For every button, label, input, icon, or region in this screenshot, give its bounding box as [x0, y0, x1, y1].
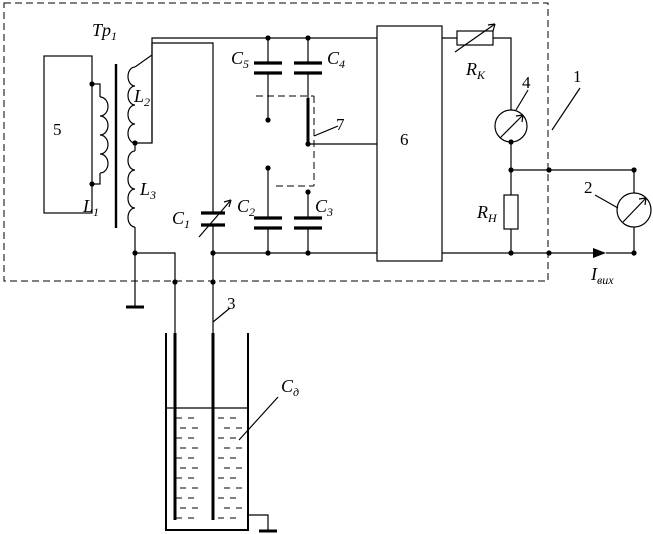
ref-1-label: 1	[573, 67, 582, 86]
wire-c1-top	[151, 42, 214, 213]
ref-2-label: 2	[584, 178, 593, 197]
meter-2-needle	[622, 197, 647, 223]
l1-terminal-bottom	[89, 181, 95, 187]
junction-c5-top	[265, 35, 271, 41]
wire-rk	[442, 37, 512, 110]
transformer-label: Tp1	[92, 20, 117, 43]
l1-coil	[99, 96, 109, 174]
c3-label: C3	[315, 196, 333, 219]
cd-leader	[238, 396, 279, 441]
wire-meter2-top	[511, 169, 635, 193]
meter-4-needle	[499, 114, 524, 139]
c1-arrow-head	[223, 199, 232, 208]
tap-junction	[132, 140, 138, 146]
ref-3-leader	[212, 307, 231, 323]
rn-resistor	[503, 194, 519, 230]
wire-vessel-ground	[248, 514, 269, 530]
rk-label: RК	[465, 59, 486, 82]
ref-4-leader	[515, 89, 529, 111]
measuring-vessel	[165, 333, 249, 531]
junction-c3-bottom	[305, 250, 311, 256]
junction-enclosure-bottom	[546, 250, 552, 256]
electrode-leads	[174, 282, 214, 333]
rn-label: RН	[476, 202, 498, 225]
meter-2-terminal-top	[631, 167, 637, 173]
c5-switch-contact	[265, 117, 271, 123]
block-6	[376, 25, 443, 262]
ref-3-label: 3	[227, 294, 236, 313]
l2-label: L2	[133, 86, 150, 109]
c5-label: C5	[231, 48, 249, 71]
ref-4-label: 4	[522, 73, 531, 92]
junction-c2-bottom	[265, 250, 271, 256]
block-5-label: 5	[53, 120, 62, 139]
ref-7-label: 7	[336, 115, 345, 134]
l2-coil	[127, 66, 136, 144]
liquid-dielectric	[176, 417, 242, 519]
junction-rn-bottom	[508, 250, 514, 256]
c2-label: C2	[237, 196, 255, 219]
meter-4-terminal	[508, 139, 514, 145]
rk-arrow-head	[487, 23, 496, 32]
output-current-arrow	[593, 248, 606, 258]
switch-7-linkage	[256, 95, 315, 187]
ref-2-leader	[594, 194, 619, 209]
output-current-label: Iвих	[590, 264, 614, 287]
l1-leads	[92, 83, 101, 185]
rk-variable-arrow	[454, 23, 496, 53]
junction-enclosure-top	[546, 167, 552, 173]
meter-2-needle-head	[638, 197, 647, 206]
rk-resistor	[456, 30, 494, 46]
l3-label: L3	[139, 179, 156, 202]
ref-7-leader	[313, 125, 339, 137]
device-enclosure	[3, 2, 549, 282]
l1-label: L1	[82, 196, 99, 219]
block-5	[43, 55, 93, 214]
junction-c4-top	[305, 35, 311, 41]
c1-label: C1	[172, 208, 190, 231]
c1-variable-arrow	[198, 199, 232, 238]
l1-terminal-top	[89, 81, 95, 87]
wire-ground-electrode	[135, 252, 176, 282]
cd-label: Cд	[281, 376, 299, 399]
c4-label: C4	[327, 48, 345, 71]
block-6-label: 6	[400, 130, 409, 149]
meter-4-needle-head	[515, 114, 524, 123]
l3-coil	[127, 150, 136, 228]
ref-1-leader	[551, 87, 581, 131]
